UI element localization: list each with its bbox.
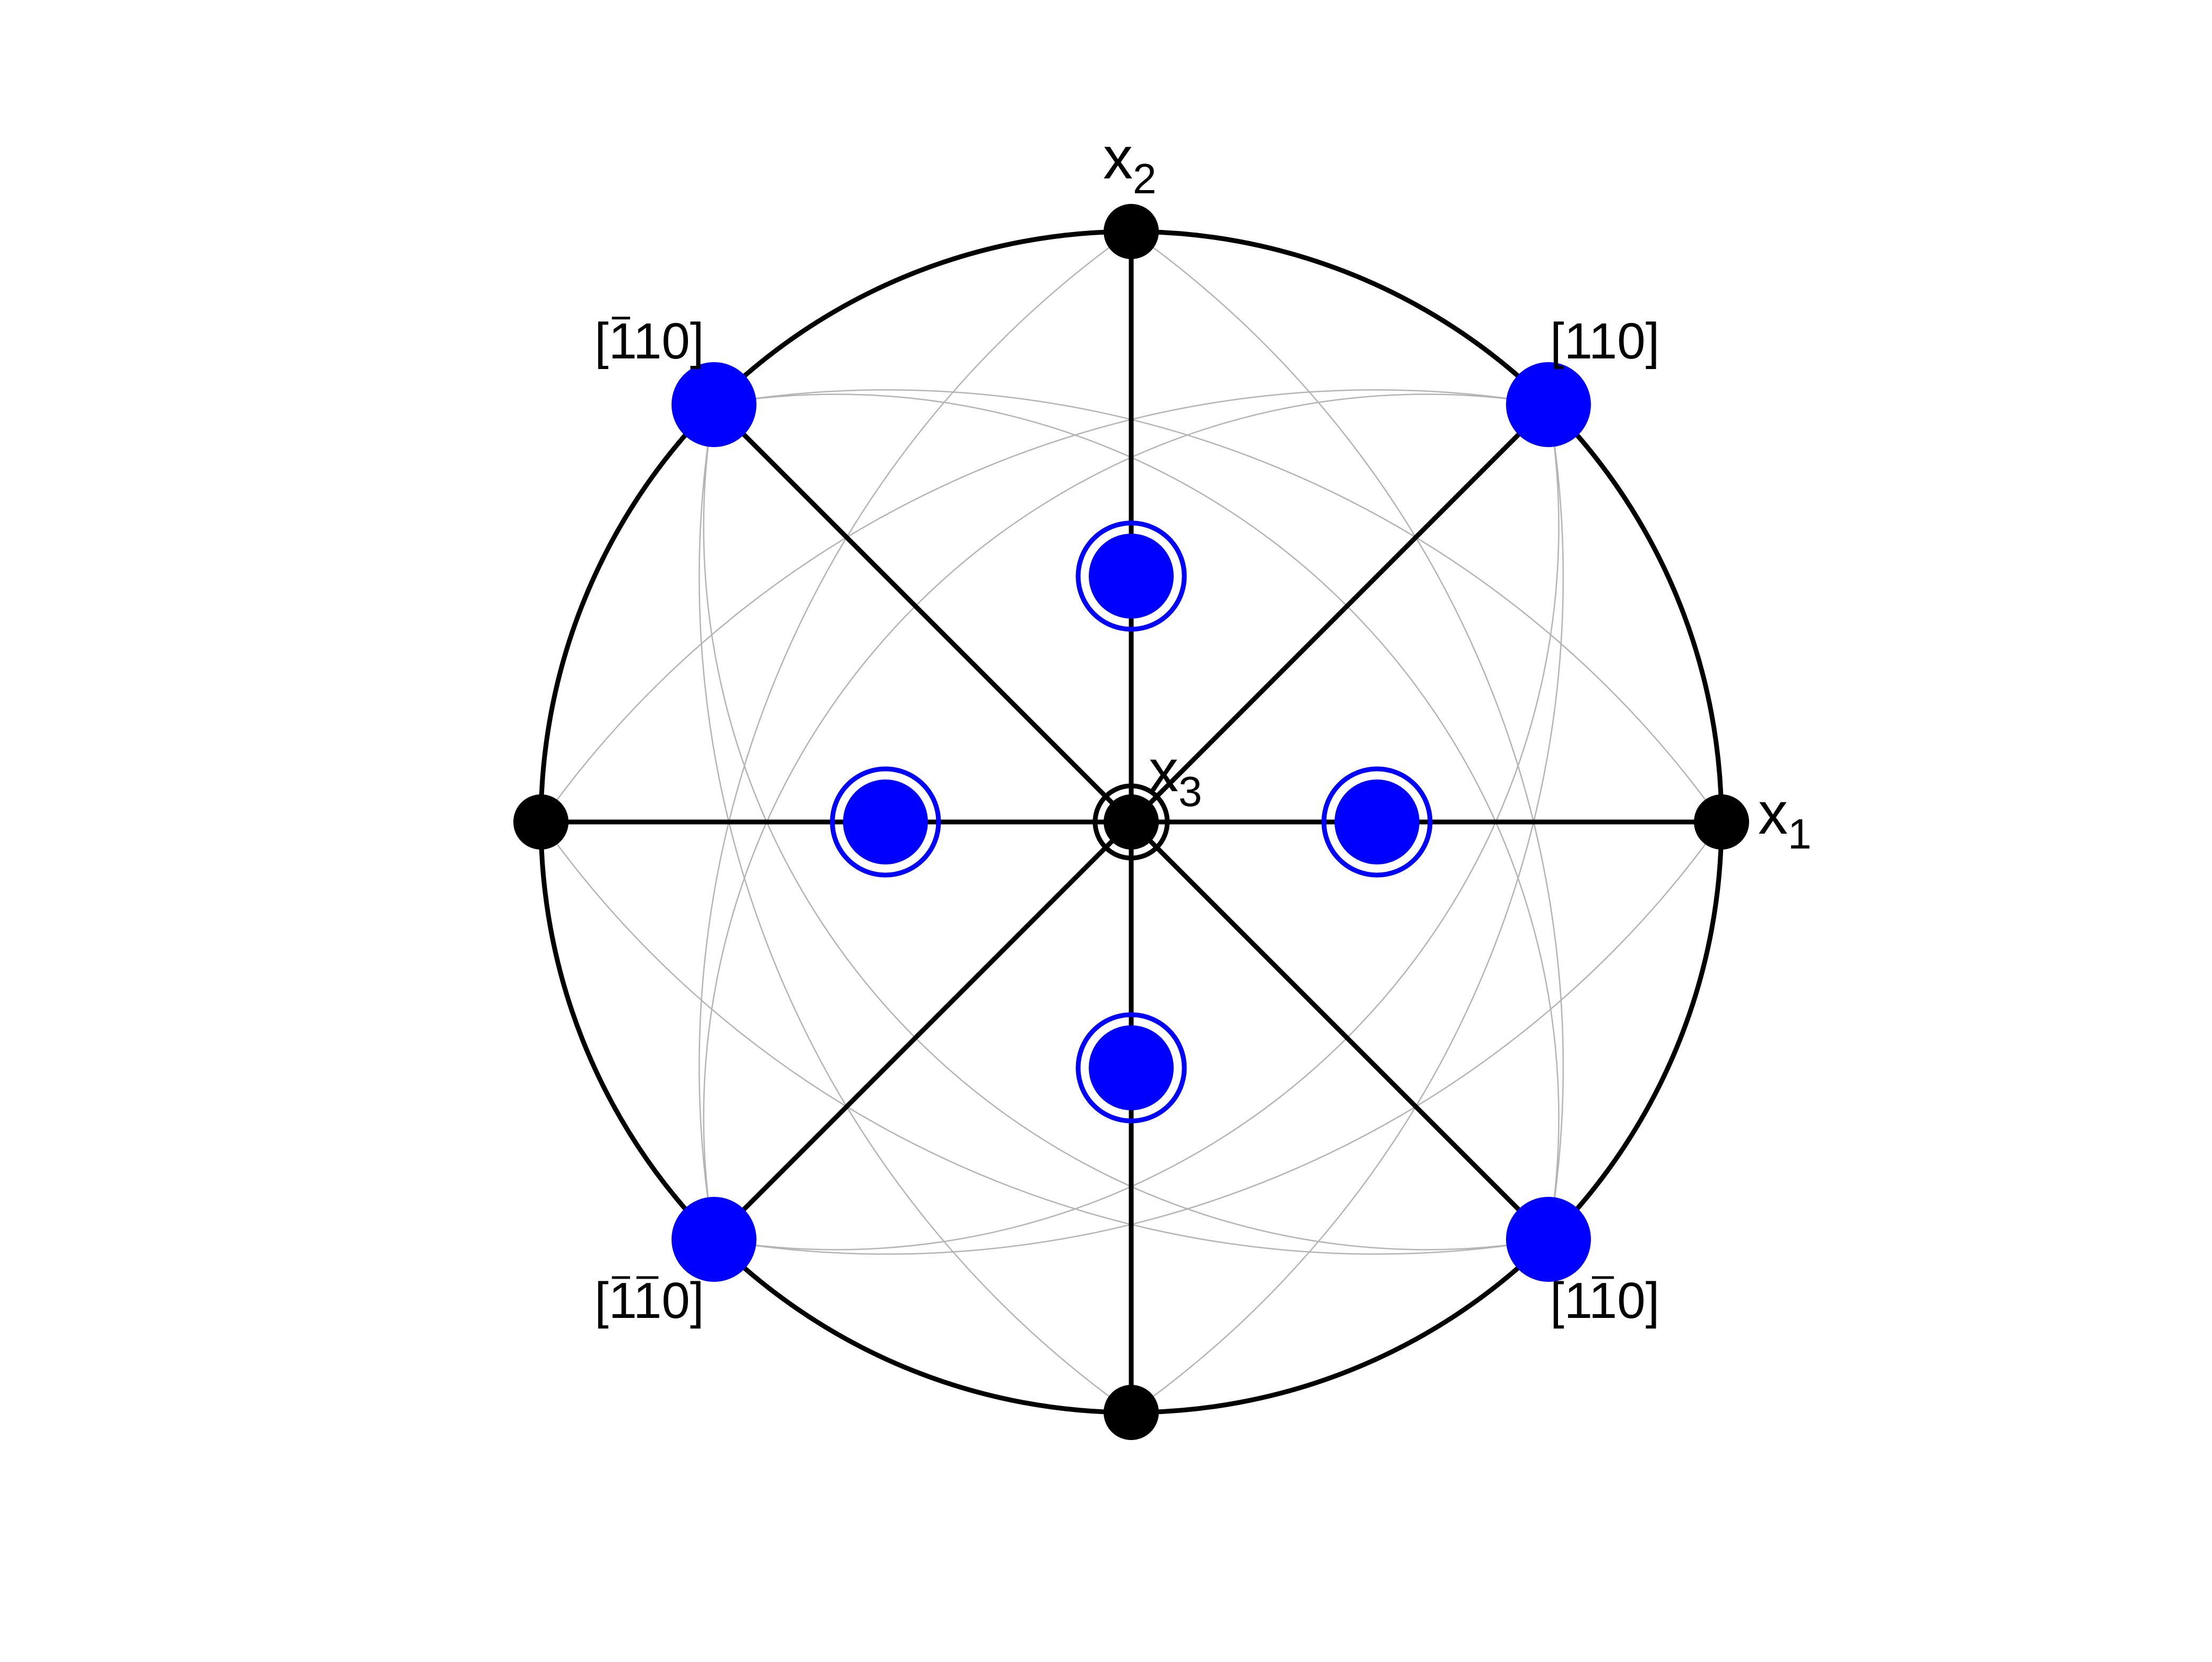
grid-circle [713,389,1723,823]
grid-circle [699,404,1132,1413]
inner-pole-ring [1075,1012,1187,1124]
x3-label: x3 [1149,738,1202,815]
inner-pole [1335,779,1419,864]
pole-bar1-1-0 [672,362,756,447]
inner-pole-ring [830,766,941,878]
inner-pole [843,779,928,864]
grid-circle [699,230,1132,1240]
x1-pole [1694,794,1749,850]
direction-label-bar1-bar1-0: [110] [595,1272,704,1329]
inner-110-poles [830,520,1433,1124]
grid-circle [1131,230,1564,1240]
x1-label: x1 [1758,780,1812,858]
axis-poles [513,204,1749,1440]
direction-label-bar1-1-0: [110] [595,313,704,370]
inner-pole [1089,534,1174,619]
x3-pole [1104,794,1159,850]
pole-bar1-bar1-0 [672,1197,756,1282]
grid-circle [1131,404,1564,1413]
overbar-marks [612,316,1614,1279]
grid-circle [713,821,1723,1255]
x2-negative-pole [1104,1385,1159,1440]
pole-110 [1506,362,1591,447]
inner-pole [1089,1025,1174,1110]
x2-label: x2 [1103,125,1157,202]
equatorial-110-poles [672,362,1591,1282]
x1-negative-pole [513,794,569,850]
grid-circle [540,821,1549,1255]
x2-pole [1104,204,1159,259]
direction-label-1-bar1-0: [110] [1550,1272,1659,1329]
inner-pole-ring [1075,520,1187,632]
grid-circle [540,389,1549,823]
direction-label-110: [110] [1550,313,1659,370]
pole-1-bar1-0 [1506,1197,1591,1282]
x3-pole-ring [1092,783,1170,861]
inner-pole-ring [1321,766,1433,878]
